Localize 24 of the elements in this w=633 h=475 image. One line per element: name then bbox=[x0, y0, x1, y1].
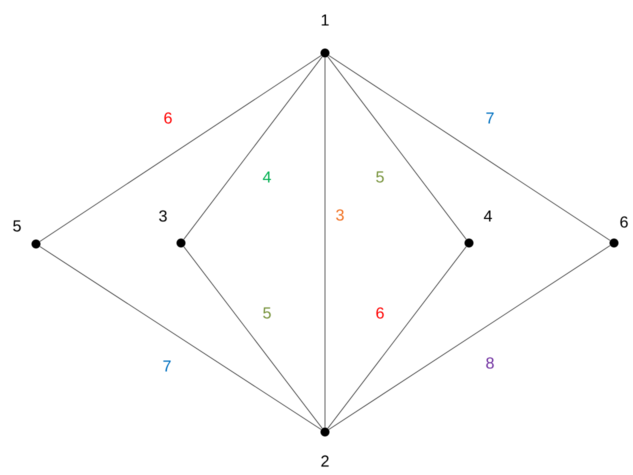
edge-weight: 5 bbox=[376, 171, 384, 183]
edge-line bbox=[183, 56, 323, 240]
vertex-label: 3 bbox=[159, 210, 167, 222]
edge-weight: 5 bbox=[263, 307, 271, 319]
edge-line bbox=[328, 55, 610, 241]
edge-line bbox=[328, 245, 610, 430]
vertex-label: 1 bbox=[322, 14, 329, 26]
edge-weight: 8 bbox=[486, 357, 494, 369]
edge-weight: 6 bbox=[164, 112, 172, 124]
edge-line bbox=[327, 246, 467, 429]
vertex-label: 2 bbox=[321, 455, 329, 467]
edge-weight: 4 bbox=[262, 172, 271, 182]
vertex-label: 5 bbox=[13, 220, 21, 232]
edge-line bbox=[327, 56, 467, 240]
edge-weight: 7 bbox=[163, 360, 171, 372]
edge-weight: 7 bbox=[486, 112, 494, 124]
edge-line bbox=[183, 246, 323, 429]
edge-line bbox=[324, 57, 326, 428]
edge-weight: 6 bbox=[376, 307, 384, 319]
edge-line bbox=[40, 246, 322, 430]
edge-line bbox=[40, 55, 322, 242]
vertex-label: 4 bbox=[484, 210, 492, 222]
vertex-label: 6 bbox=[620, 216, 628, 228]
edge-weight: 3 bbox=[336, 209, 344, 221]
